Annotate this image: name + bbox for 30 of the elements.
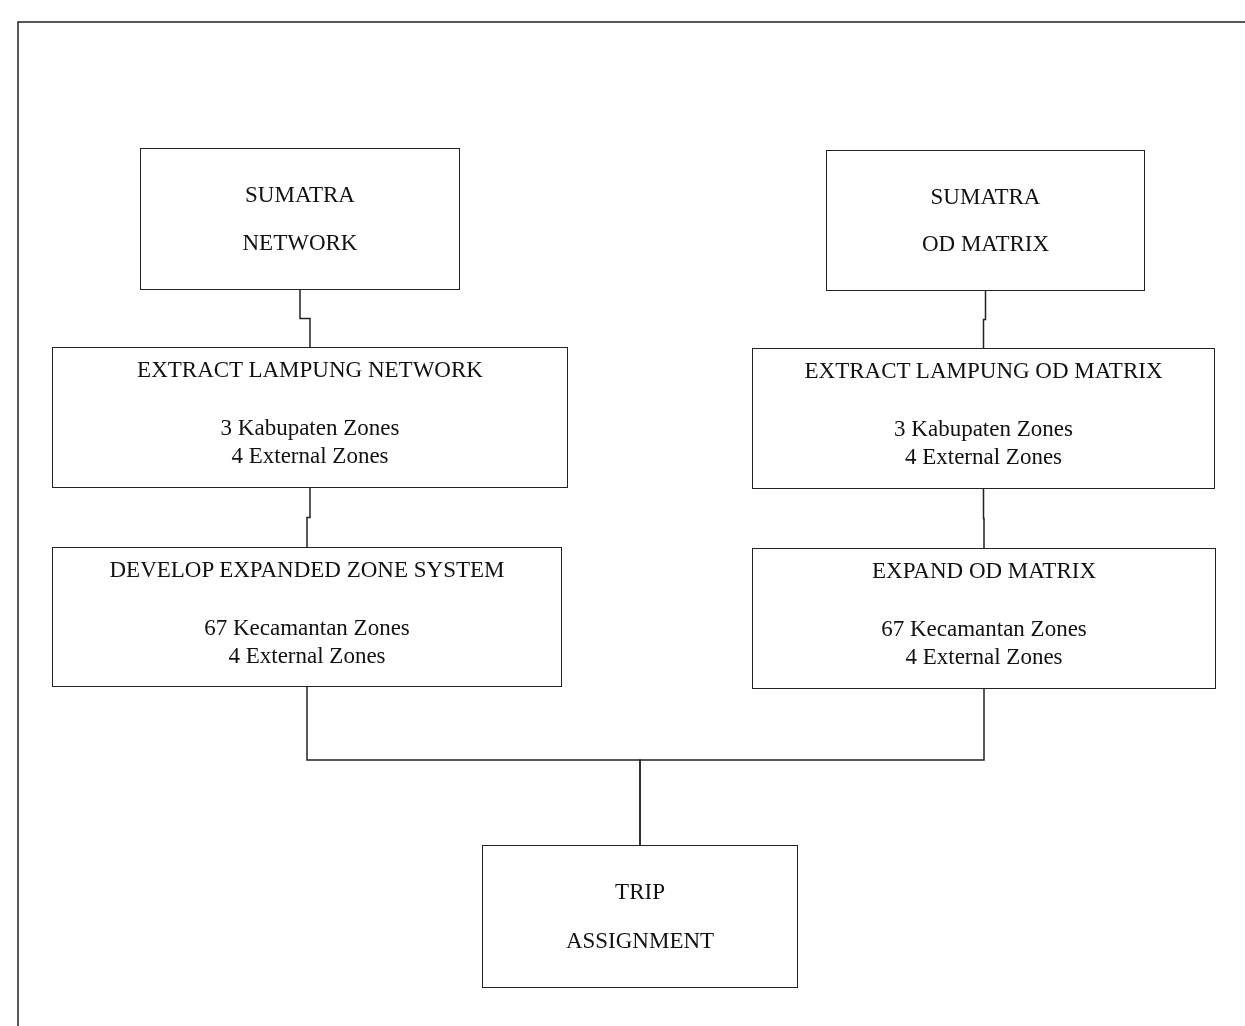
- box-text: 3 Kabupaten Zones: [894, 415, 1073, 443]
- box-text: 4 External Zones: [228, 642, 386, 670]
- box-heading: EXTRACT LAMPUNG NETWORK: [137, 356, 483, 384]
- box-text: 4 External Zones: [231, 442, 389, 470]
- connector-line: [306, 487, 311, 548]
- process-box: [52, 547, 562, 687]
- process-box: [482, 845, 798, 988]
- box-heading: TRIP: [615, 878, 665, 907]
- box-heading: SUMATRA: [930, 182, 1041, 211]
- process-box: [826, 150, 1145, 291]
- box-text: NETWORK: [242, 229, 358, 257]
- box-heading: EXPAND OD MATRIX: [871, 557, 1097, 585]
- box-heading: EXTRACT LAMPUNG OD MATRIX: [804, 357, 1163, 385]
- connector-line: [639, 688, 985, 846]
- process-box: [752, 548, 1216, 689]
- connector-line: [982, 488, 985, 549]
- box-text: 4 External Zones: [905, 643, 1063, 671]
- box-text: OD MATRIX: [921, 230, 1050, 259]
- box-text: 4 External Zones: [904, 443, 1063, 471]
- box-text: ASSIGNMENT: [565, 926, 715, 955]
- box-text: 67 Kecamantan Zones: [881, 615, 1087, 643]
- box-text: 67 Kecamantan Zones: [204, 614, 410, 642]
- box-heading: DEVELOP EXPANDED ZONE SYSTEM: [109, 556, 505, 584]
- box-heading: SUMATRA: [245, 181, 355, 209]
- process-box: [752, 348, 1215, 489]
- connector-line: [982, 290, 987, 349]
- box-text: 3 Kabupaten Zones: [220, 414, 400, 442]
- connector-line: [299, 289, 311, 348]
- process-box: [52, 347, 568, 488]
- process-box: [140, 148, 460, 290]
